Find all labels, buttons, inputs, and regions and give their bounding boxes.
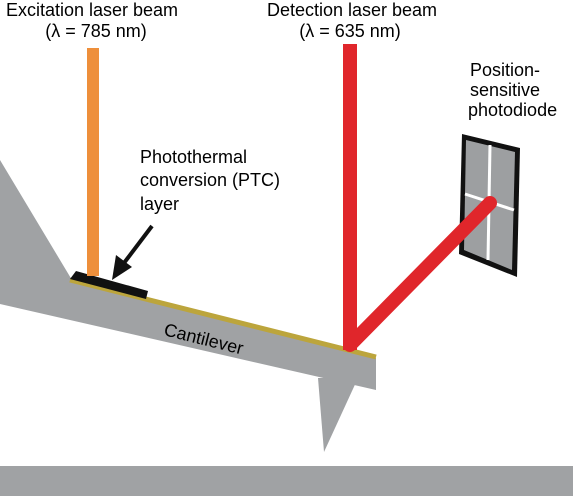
reflected-laser-beam xyxy=(343,196,497,352)
photodiode-label-2: sensitive xyxy=(470,80,540,100)
ptc-arrow-head xyxy=(112,255,132,280)
excitation-laser-beam xyxy=(87,48,99,276)
excitation-title: Excitation laser beam xyxy=(6,0,178,20)
ptc-label-3: layer xyxy=(140,194,179,214)
detection-title: Detection laser beam xyxy=(267,0,437,20)
excitation-wavelength: (λ = 785 nm) xyxy=(45,21,147,41)
detection-laser-beam xyxy=(343,44,357,350)
photodiode-label-3: photodiode xyxy=(468,100,557,120)
ptc-layer xyxy=(70,271,148,299)
ptc-label-2: conversion (PTC) xyxy=(140,170,280,190)
ptc-arrow-line xyxy=(122,224,154,265)
ptc-label-1: Photothermal xyxy=(140,147,247,167)
cantilever-coating xyxy=(69,277,377,360)
cantilever-body xyxy=(0,160,376,390)
sample-surface xyxy=(0,466,573,496)
cantilever-tip xyxy=(318,378,358,452)
detection-wavelength: (λ = 635 nm) xyxy=(299,21,401,41)
photodiode-label-1: Position- xyxy=(470,60,540,80)
